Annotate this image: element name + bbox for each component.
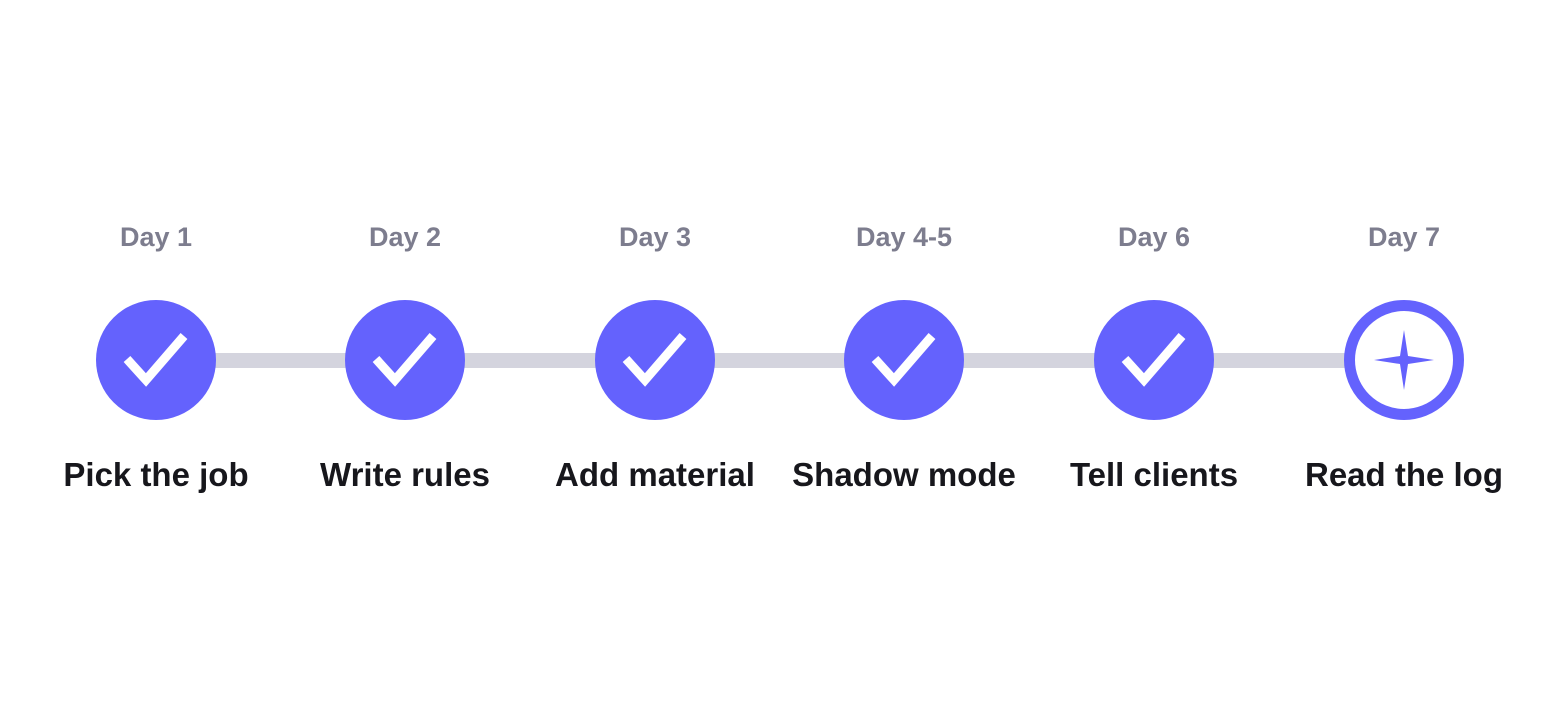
step-title: Add material — [555, 456, 755, 493]
day-label: Day 4-5 — [855, 222, 953, 252]
step-title: Read the log — [1304, 456, 1504, 493]
check-icon — [372, 333, 437, 387]
connector-line — [1213, 353, 1346, 368]
sparkle-icon — [1374, 330, 1434, 390]
step-node-completed — [595, 300, 715, 420]
step-title: Tell clients — [1069, 456, 1239, 493]
connector-line — [963, 353, 1096, 368]
step-node-completed — [345, 300, 465, 420]
step-title: Pick the job — [63, 456, 249, 493]
timeline-step: Day 2 Write rules — [280, 0, 530, 720]
step-node-current — [1344, 300, 1464, 420]
check-icon — [871, 333, 936, 387]
step-title: Write rules — [320, 456, 490, 493]
step-node-completed — [1094, 300, 1214, 420]
check-icon — [622, 333, 687, 387]
timeline-step: Day 3 Add material — [530, 0, 780, 720]
connector-line — [714, 353, 846, 368]
timeline-step: Day 4-5 Shadow mode — [779, 0, 1029, 720]
connector-line — [215, 353, 347, 368]
step-title: Shadow mode — [792, 456, 1016, 493]
day-label: Day 7 — [1367, 222, 1441, 252]
check-icon — [123, 333, 188, 387]
step-node-completed — [96, 300, 216, 420]
timeline-step: Day 6 Tell clients — [1029, 0, 1279, 720]
day-label: Day 3 — [618, 222, 692, 252]
step-node-completed — [844, 300, 964, 420]
check-icon — [1121, 333, 1186, 387]
timeline-step: Day 7 Read the log — [1279, 0, 1529, 720]
connector-line — [464, 353, 597, 368]
day-label: Day 2 — [368, 222, 442, 252]
timeline-step: Day 1 Pick the job — [31, 0, 281, 720]
day-label: Day 1 — [119, 222, 193, 252]
day-label: Day 6 — [1117, 222, 1191, 252]
